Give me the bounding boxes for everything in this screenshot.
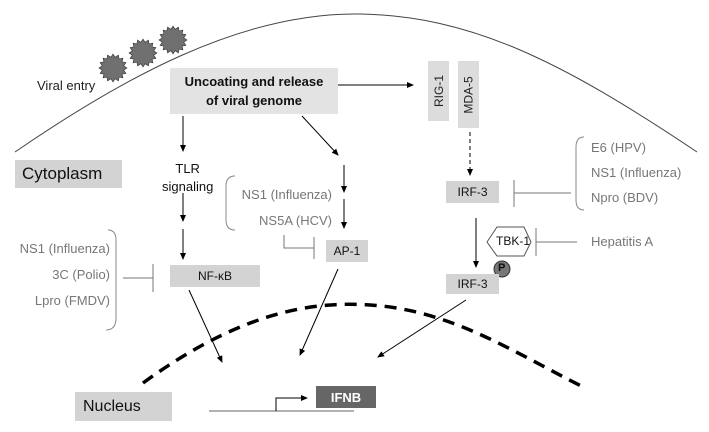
virus-icon	[158, 25, 188, 55]
irf3-inhibitors: E6 (HPV) NS1 (Influenza) Npro (BDV)	[591, 135, 681, 210]
ap1-inhibitors: NS1 (Influenza) NS5A (HCV)	[230, 182, 332, 234]
cytoplasm-label: Cytoplasm	[15, 160, 122, 188]
mda5-label: MDA-5	[461, 75, 476, 114]
inhibitor-item: NS5A (HCV)	[259, 213, 332, 228]
inhibitor-item: E6 (HPV)	[591, 140, 646, 155]
inhibitor-item: NS1 (Influenza)	[19, 241, 110, 256]
nuclear-membrane	[141, 302, 586, 390]
uncoating-line2: of viral genome	[205, 93, 303, 108]
tbk1-inhibitor: Hepatitis A	[591, 234, 654, 249]
irf3-node: IRF-3	[446, 181, 499, 203]
inhibitor-item: NS1 (Influenza)	[591, 165, 682, 180]
tlr-line2: signaling	[162, 179, 214, 194]
rig1-label: RIG-1	[431, 74, 446, 108]
ap1-node: AP-1	[326, 240, 368, 262]
nfkb-inhibitors: NS1 (Influenza) 3C (Polio) Lpro (FMDV)	[10, 236, 110, 314]
uncoating-box: Uncoating and release of viral genome	[170, 68, 338, 114]
irf3-phospho-node: IRF-3	[446, 274, 499, 294]
phosphate-icon	[493, 260, 511, 278]
promoter-arrow	[275, 395, 308, 411]
inhibitor-item: 3C (Polio)	[52, 267, 110, 282]
cell-membrane	[14, 13, 698, 153]
tlr-line1: TLR	[175, 161, 200, 176]
virus-icon	[98, 53, 128, 83]
arrow-uncoating-to-ap1-path	[301, 115, 339, 156]
arrow-irf3p-to-nucleus	[377, 299, 467, 358]
inhibitor-item: Lpro (FMDV)	[34, 293, 110, 308]
virus-icon	[128, 38, 158, 68]
tbk1-node	[486, 226, 532, 257]
nfkb-node: NF-κB	[170, 265, 260, 287]
tlr-signaling-label: TLR signaling	[162, 160, 213, 196]
uncoating-line1: Uncoating and release	[184, 74, 324, 89]
phosphate-label: P	[498, 262, 506, 274]
virus-icons	[98, 25, 188, 83]
arrow-nfkb-to-nucleus	[188, 289, 223, 363]
viral-entry-label: Viral entry	[37, 78, 96, 93]
ifnb-gene: IFNB	[316, 386, 376, 408]
mda5-node: MDA-5	[458, 61, 479, 128]
inhibitor-item: NS1 (Influenza)	[241, 187, 332, 202]
rig1-node: RIG-1	[428, 61, 449, 121]
inhibit-ap1-line	[283, 235, 314, 249]
inhibitor-item: Npro (BDV)	[591, 190, 659, 205]
bracket-irf3-group	[575, 136, 585, 211]
bracket-nfkb-group	[105, 229, 117, 331]
nucleus-label: Nucleus	[75, 392, 172, 421]
tbk1-label: TBK-1	[496, 234, 531, 248]
arrow-ap1-to-nucleus	[299, 268, 339, 356]
bracket-ap1-group	[225, 175, 236, 231]
